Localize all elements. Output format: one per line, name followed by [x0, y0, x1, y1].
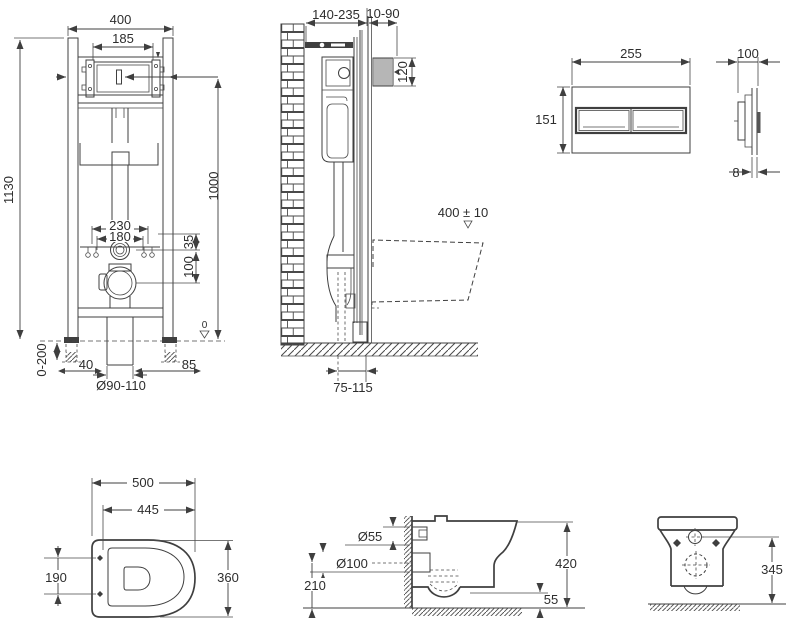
dim-outlet-distance: 75-115 — [333, 380, 373, 395]
dim-frame-depth: 140-235 — [312, 7, 360, 22]
cistern-side — [321, 56, 354, 163]
dim-hole-spacing: 190 — [45, 570, 67, 585]
dim-frame-width: 400 — [110, 12, 132, 27]
dim-hole-distance: 445 — [137, 502, 159, 517]
pan-sump — [123, 566, 151, 591]
flush-pipe-side — [326, 162, 356, 342]
dim-fixing-inner: 180 — [109, 229, 131, 244]
pan-rim — [107, 547, 185, 607]
cistern-front — [81, 59, 165, 98]
fixing-hole — [97, 591, 103, 597]
plate-mechanism-box — [737, 101, 746, 141]
pan-outlet-bulge — [683, 585, 708, 595]
dim-pan-top-level: 400 ± 10 — [438, 205, 489, 220]
flush-plate — [571, 86, 691, 154]
datum-zero-label: 0 — [202, 320, 208, 331]
frame-foot-side — [352, 321, 368, 343]
flush-plate-side-view: 100 8 — [716, 46, 780, 180]
frame-rail-right — [162, 37, 174, 339]
inlet-pipe — [372, 57, 399, 87]
flush-button-left — [578, 110, 630, 131]
dim-leg-adjust: 0-200 — [34, 343, 49, 376]
dim-foot-right: 85 — [182, 357, 196, 372]
masonry-wall — [280, 23, 305, 346]
dim-plate-width: 255 — [620, 46, 642, 61]
dim-pan-height: 420 — [555, 556, 577, 571]
dim-frame-height: 1130 — [1, 176, 16, 204]
dim-drain-diameter: Ø90-110 — [96, 378, 146, 393]
fixing-hole — [673, 539, 681, 547]
inlet-socket — [418, 529, 428, 538]
dim-plate-height: 151 — [535, 112, 557, 127]
pan-back-top — [657, 516, 738, 531]
button-frame — [574, 106, 688, 135]
flush-plate-front-view: 255 151 — [535, 46, 691, 154]
datum-marker-icon — [199, 330, 210, 339]
dim-cistern-width: 185 — [112, 31, 134, 46]
pan-outline-dashed — [371, 239, 484, 309]
tick-arrow-icon — [156, 52, 160, 58]
dim-inlet-length: 120 — [395, 61, 410, 83]
dim-wall-finish: 10-90 — [366, 6, 399, 21]
dim-plate-depth: 100 — [737, 46, 759, 61]
dim-outlet-height: 210 — [304, 578, 326, 593]
floor-hatch — [650, 604, 740, 611]
dim-inlet-diameter: Ø55 — [358, 529, 383, 544]
outlet-socket — [412, 552, 431, 573]
dim-pan-width: 360 — [217, 570, 239, 585]
frame-front-view: 400 185 1130 1000 230 180 35 100 0-200 4… — [1, 12, 225, 393]
frame-rail-left — [67, 37, 79, 339]
frame-foot-left — [64, 337, 79, 343]
pan-side-view: Ø55 Ø100 210 420 55 — [301, 515, 585, 618]
outlet-bend — [103, 266, 137, 300]
datum-marker-icon — [463, 220, 473, 229]
pan-profile — [412, 515, 519, 588]
pan-front-view: 345 — [648, 516, 788, 611]
dim-fixing-height: 345 — [761, 562, 783, 577]
wall-bracket — [305, 42, 353, 48]
frame-foot-right — [162, 337, 177, 343]
dim-plate-thickness: 8 — [732, 165, 739, 180]
fixing-hole — [712, 539, 720, 547]
pan-top-view: 500 445 190 360 — [42, 475, 244, 618]
dim-offset-outlet: 100 — [181, 256, 196, 278]
dim-offset-top: 35 — [181, 235, 196, 249]
wall-hatch — [404, 516, 412, 608]
pan-outline — [91, 539, 196, 618]
floor-hatch — [281, 343, 478, 356]
dim-rim-clearance: 55 — [544, 592, 558, 607]
fixing-hole — [97, 555, 103, 561]
dim-foot-left: 40 — [79, 357, 93, 372]
plate-button-side — [757, 112, 761, 133]
floor-hatch — [412, 608, 522, 616]
dim-fixing-outer: 230 — [109, 218, 131, 233]
actuator-opening — [116, 69, 122, 85]
dim-actuator-height: 1000 — [206, 172, 221, 201]
dim-pan-length: 500 — [132, 475, 154, 490]
frame-side-view: 120 140-235 10-90 400 ± 10 — [280, 6, 489, 395]
flush-button-right — [632, 110, 684, 131]
dim-outlet-diameter: Ø100 — [336, 556, 368, 571]
